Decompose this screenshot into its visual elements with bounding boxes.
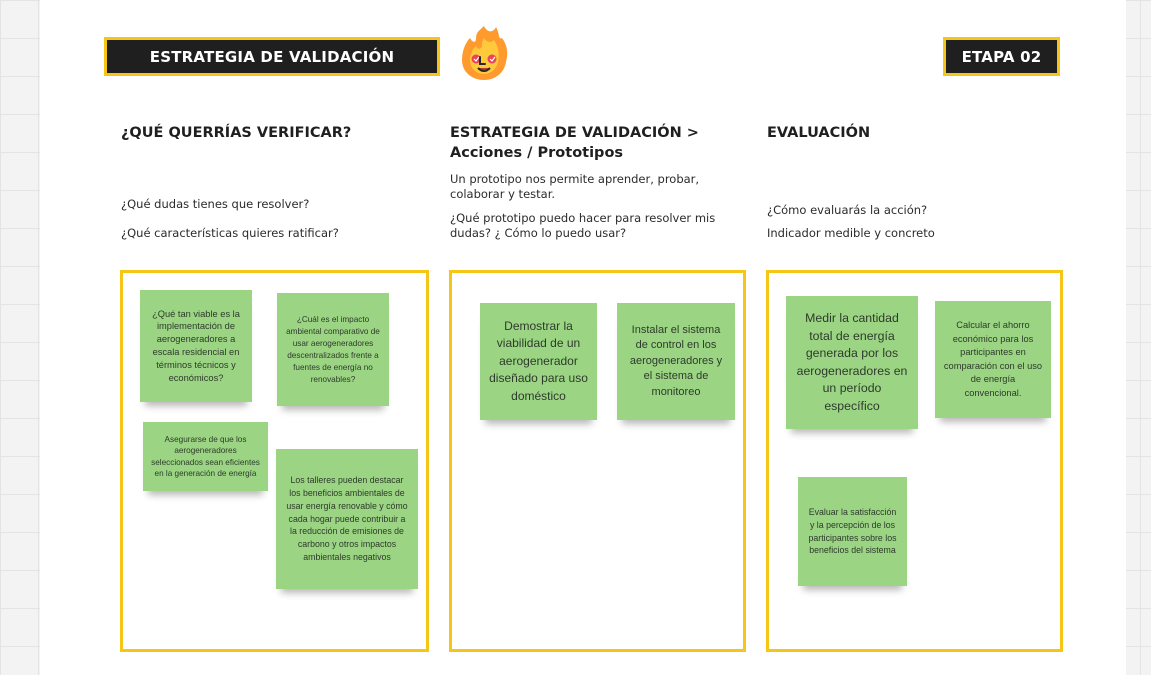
sticky-note[interactable]: Evaluar la satisfacción y la percepción …: [798, 477, 907, 586]
sticky-note[interactable]: ¿Cuál es el impacto ambiental comparativ…: [277, 293, 389, 406]
stage-badge: ETAPA 02: [943, 37, 1060, 76]
prompt-features: ¿Qué características quieres ratificar?: [121, 226, 339, 240]
fire-mascot-icon: [462, 26, 508, 80]
sticky-note[interactable]: ¿Qué tan viable es la implementación de …: [140, 290, 252, 402]
section-title-badge: ESTRATEGIA DE VALIDACIÓN: [104, 37, 440, 76]
column-heading-verify: ¿QUÉ QUERRÍAS VERIFICAR?: [121, 125, 352, 141]
sticky-note[interactable]: Los talleres pueden destacar los benefic…: [276, 449, 418, 589]
column-heading-strategy: ESTRATEGIA DE VALIDACIÓN >: [450, 125, 699, 141]
prompt-doubts: ¿Qué dudas tienes que resolver?: [121, 197, 310, 211]
sticky-note[interactable]: Asegurarse de que los aerogeneradores se…: [143, 422, 268, 491]
sticky-note[interactable]: Medir la cantidad total de energía gener…: [786, 296, 918, 429]
prompt-prototype-question: ¿Qué prototipo puedo hacer para resolver…: [450, 211, 716, 240]
prompt-evaluate-action: ¿Cómo evaluarás la acción?: [767, 203, 928, 217]
column-subheading-actions: Acciones / Prototipos: [450, 145, 624, 161]
sticky-note[interactable]: Instalar el sistema de control en los ae…: [617, 303, 735, 420]
sticky-note[interactable]: Demostrar la viabilidad de un aerogenera…: [480, 303, 597, 420]
prompt-prototype-purpose: Un prototipo nos permite aprender, proba…: [450, 172, 700, 201]
prompt-indicator: Indicador medible y concreto: [767, 226, 935, 240]
sticky-note[interactable]: Calcular el ahorro económico para los pa…: [935, 301, 1051, 418]
column-heading-evaluation: EVALUACIÓN: [767, 125, 871, 141]
